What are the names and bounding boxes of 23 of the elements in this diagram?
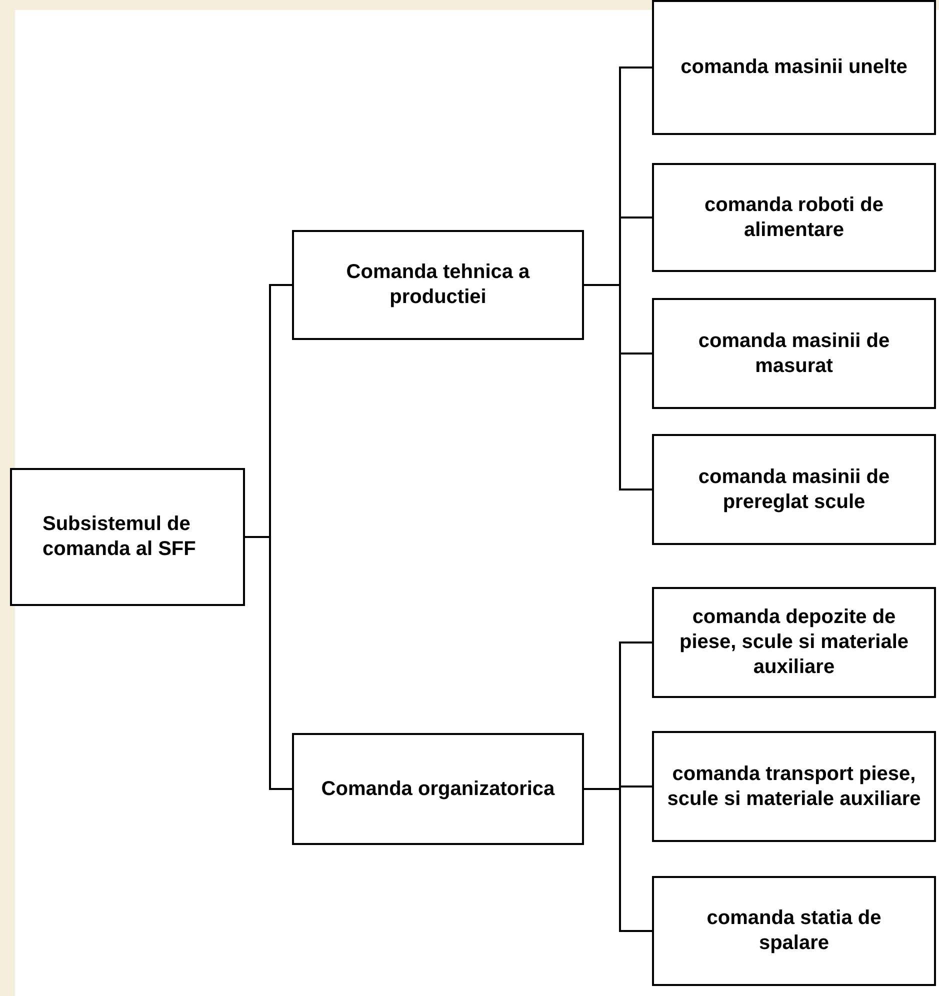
process-box xyxy=(652,163,936,272)
process-box xyxy=(652,587,936,698)
box-label: comanda masinii de prereglat scule xyxy=(697,464,891,514)
process-box xyxy=(652,298,936,409)
connector-line xyxy=(584,284,652,490)
process-box xyxy=(292,733,584,845)
process-box xyxy=(652,731,936,842)
box-label: Comanda organizatorica xyxy=(321,776,555,802)
box-label: comanda roboti de alimentare xyxy=(704,192,884,242)
process-box xyxy=(652,434,936,545)
box-label: comanda masinii unelte xyxy=(680,55,908,80)
box-label: comanda masinii de masurat xyxy=(697,328,891,378)
box-label: comanda statia de spalare xyxy=(706,906,882,956)
box-label: comanda depozite de piese, scule si materiale auxiliare xyxy=(678,605,910,680)
process-box xyxy=(652,0,936,135)
box-label: Subsistemul de comanda al SFF xyxy=(42,512,197,562)
process-box xyxy=(652,876,936,986)
box-label: Comanda tehnica a productiei xyxy=(345,260,531,310)
process-box xyxy=(292,230,584,340)
connector-line xyxy=(245,536,292,790)
process-box xyxy=(10,468,245,606)
connector-line xyxy=(584,788,652,932)
box-label: comanda transport piese, scule si materiale auxiliare xyxy=(666,762,922,812)
